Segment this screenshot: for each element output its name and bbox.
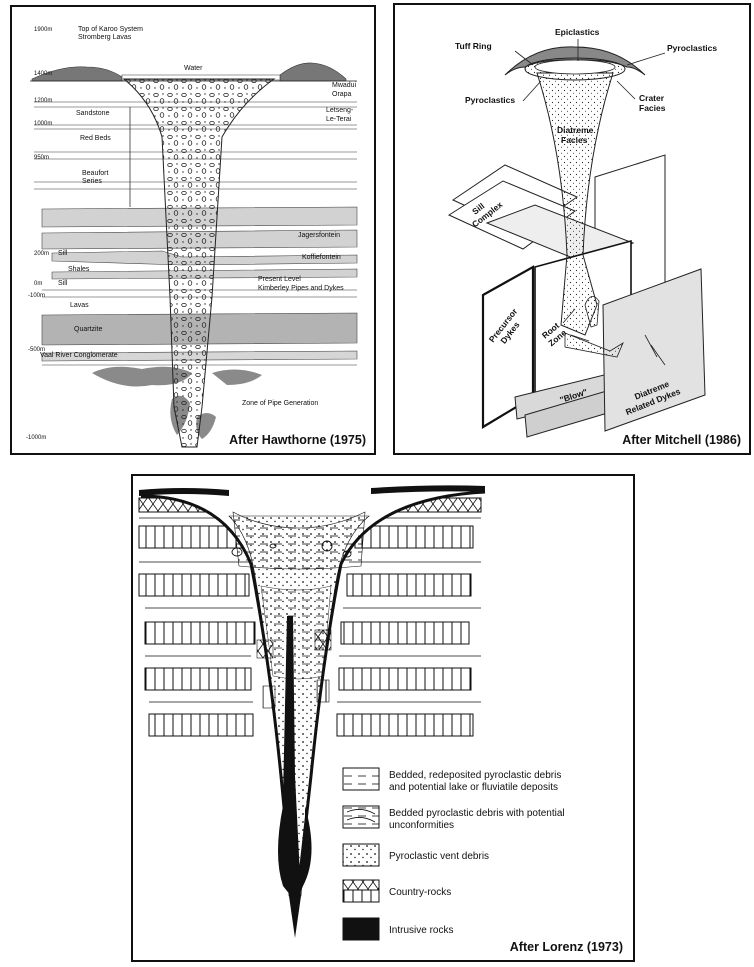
legend-item-3-line1: Country-rocks [389,887,451,898]
lorenz-legend: Bedded, redeposited pyroclastic debris a… [133,476,635,962]
label-letseng-line2: Le-Terai [326,116,352,123]
hawthorne-credit: After Hawthorne (1975) [229,433,366,447]
label-shales: Shales [68,266,90,273]
legend-item-0-line1: Bedded, redeposited pyroclastic debris [389,770,561,781]
legend-item-0-line2: and potential lake or fluviatile deposit… [389,782,558,793]
legend-item-4-line1: Intrusive rocks [389,925,453,936]
legend-item-1-line2: unconformities [389,820,454,831]
label-lavas: Lavas [70,302,89,309]
depth-1900m: 1900m [34,27,52,33]
label-quartzite: Quartzite [74,326,103,333]
depth-1000m: 1000m [34,121,52,127]
depth-1200m: 1200m [34,98,52,104]
lorenz-credit: After Lorenz (1973) [510,940,623,954]
label-zone-of-pipe-generation: Zone of Pipe Generation [242,400,318,407]
label-beaufort-line2: Series [82,178,102,185]
hawthorne-labels: 1900m 1400m 1200m 1000m 950m 200m 0m -10… [12,7,376,455]
mitchell-diagram-panel: Epiclastics Tuff Ring Pyroclastics Pyroc… [393,3,751,455]
label-diatreme-line1: Diatreme [557,125,594,135]
label-red-beds: Red Beds [80,135,111,142]
depth-minus-1000m: -1000m [26,435,46,441]
mitchell-labels: Epiclastics Tuff Ring Pyroclastics Pyroc… [395,5,751,455]
label-karoo-line1: Top of Karoo System [78,26,143,33]
label-sill-lower: Sill [58,280,68,287]
depth-1400m: 1400m [34,71,52,77]
depth-minus-100m: -100m [28,293,45,299]
label-diatreme-line2: Facies [561,135,588,145]
label-kimberley-pipes: Kimberley Pipes and Dykes [258,285,344,292]
label-sandstone: Sandstone [76,110,110,117]
label-jagersfontein: Jagersfontein [298,232,340,239]
legend-item-1-line1: Bedded pyroclastic debris with potential [389,808,565,819]
label-epiclastics: Epiclastics [555,27,600,37]
label-letseng-line1: Letseng- [326,107,354,114]
label-water: Water [184,65,203,72]
depth-200m: 200m [34,251,49,257]
label-karoo-line2: Stromberg Lavas [78,34,132,41]
label-vaal-river: Vaal River Conglomerate [40,352,118,359]
label-tuff-ring: Tuff Ring [455,41,492,51]
label-crater-line1: Crater [639,93,665,103]
label-beaufort-line1: Beaufort [82,170,109,177]
label-pyroclastics-left: Pyroclastics [465,95,515,105]
depth-0m: 0m [34,281,42,287]
label-koffiefontein: Koffiefontein [302,254,341,261]
label-pyroclastics-right: Pyroclastics [667,43,717,53]
lorenz-diagram-panel: Bedded, redeposited pyroclastic debris a… [131,474,635,962]
label-present-level: Present Level [258,276,301,283]
hawthorne-diagram-panel: 1900m 1400m 1200m 1000m 950m 200m 0m -10… [10,5,376,455]
label-orapa: Orapa [332,91,352,98]
legend-item-2-line1: Pyroclastic vent debris [389,851,489,862]
mitchell-credit: After Mitchell (1986) [622,433,741,447]
label-crater-line2: Facies [639,103,666,113]
label-sill-upper: Sill [58,250,68,257]
depth-950m: 950m [34,155,49,161]
label-mwadui: Mwadui [332,82,357,89]
label-blow: "Blow" [559,387,589,405]
